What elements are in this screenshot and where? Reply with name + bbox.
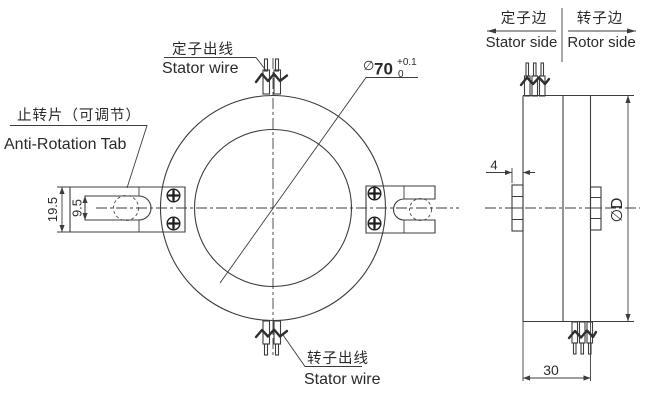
bore-tolerance-upper: +0.1 xyxy=(397,57,417,68)
left-arrowhead-icon xyxy=(487,28,496,34)
screw-icon xyxy=(367,186,382,201)
body-vertical-edges xyxy=(522,95,592,322)
wire-break-mark xyxy=(567,329,598,340)
leader-line xyxy=(164,57,267,71)
hidden-circle-right xyxy=(409,198,432,221)
anti-rotation-callout: 止转片（可调节） Anti-Rotation Tab xyxy=(4,107,148,189)
stator-side-label-zh: 定子边 xyxy=(501,10,548,27)
wire-break-mark xyxy=(254,328,289,339)
screw-icon xyxy=(166,188,181,203)
anti-rotation-tab-left xyxy=(69,186,186,233)
leader-line xyxy=(281,333,362,367)
front-view: ∅ 70 +0.1 0 19.5 xyxy=(4,41,459,388)
stator-side-label-en: Stator side xyxy=(486,34,558,51)
tab-thickness-value: 4 xyxy=(490,158,497,173)
tab-thickness-dimension: 4 xyxy=(486,158,535,183)
anti-rotation-tab-right xyxy=(365,185,436,234)
rotor-wire-label-en: Stator wire xyxy=(304,371,381,388)
side-header: 定子边 转子边 Stator side Rotor side xyxy=(486,8,636,62)
tab-edge-left xyxy=(511,184,524,232)
outer-diameter-value: ∅D xyxy=(609,198,626,223)
outer-diameter-dimension: ∅D xyxy=(609,95,631,322)
inner-bore-circle xyxy=(193,128,353,288)
bore-diameter-value: 70 xyxy=(374,60,393,79)
right-tab-outline xyxy=(365,185,436,234)
stator-wire-label-zh: 定子出线 xyxy=(172,41,234,58)
left-tab-slot xyxy=(84,195,152,221)
tab-edge-right xyxy=(589,186,602,231)
screw-icon xyxy=(367,216,382,231)
rotor-wire-callout-bottom: 转子出线 Stator wire xyxy=(281,333,381,388)
right-arrowhead-icon xyxy=(627,28,636,34)
stator-wire-callout-top: 定子出线 Stator wire xyxy=(162,41,267,77)
stator-wire-label-en: Stator wire xyxy=(162,60,239,77)
side-rotor-wire-pins xyxy=(567,321,598,355)
bore-leader-line xyxy=(219,77,418,284)
stator-wire-pins-top xyxy=(254,58,289,95)
bore-tolerance-lower: 0 xyxy=(398,69,404,80)
wire-break-mark xyxy=(519,76,551,87)
wire-break-mark xyxy=(254,72,289,84)
rotor-side-label-en: Rotor side xyxy=(567,34,635,51)
outer-circle xyxy=(159,94,387,322)
side-view: 定子边 转子边 Stator side Rotor side 4 xyxy=(485,8,640,381)
rotor-side-label-zh: 转子边 xyxy=(577,10,624,27)
tab-width-value: 19.5 xyxy=(45,197,60,222)
hidden-circle-left xyxy=(113,195,139,221)
body-length-dimension: 30 xyxy=(522,321,591,381)
body-length-value: 30 xyxy=(543,362,559,378)
anti-rotation-label-zh: 止转片（可调节） xyxy=(17,107,141,124)
slot-width-value: 9.5 xyxy=(70,199,85,217)
bore-dimension-label: ∅ 70 +0.1 0 xyxy=(363,57,417,80)
leader-line xyxy=(10,125,148,189)
tab-width-dimension: 19.5 xyxy=(45,186,70,233)
anti-rotation-label-en: Anti-Rotation Tab xyxy=(4,136,127,153)
rotor-wire-label-zh: 转子出线 xyxy=(307,350,369,367)
screw-icon xyxy=(166,216,181,231)
slot-width-dimension: 9.5 xyxy=(70,196,88,220)
left-tab-outline xyxy=(69,186,186,233)
side-stator-wire-pins xyxy=(519,62,551,97)
rotor-wire-pins-bottom xyxy=(254,320,289,356)
bore-diameter-symbol: ∅ xyxy=(363,58,374,73)
